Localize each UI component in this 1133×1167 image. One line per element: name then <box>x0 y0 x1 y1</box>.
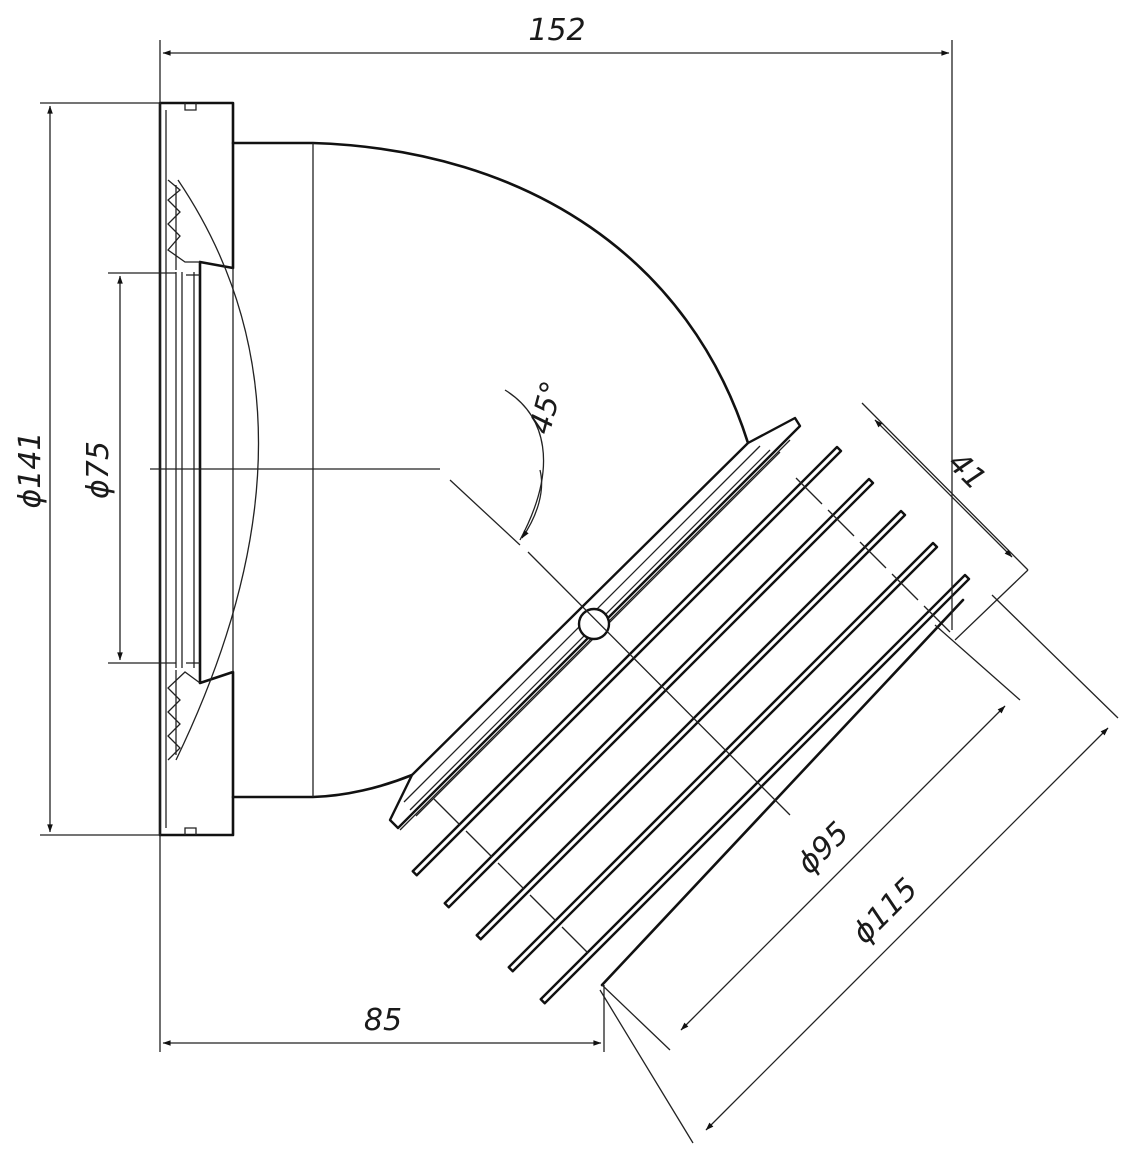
elbow-body <box>231 141 750 799</box>
fin-gap-4-bottom <box>529 894 557 922</box>
dim-75-label: ϕ75 <box>81 441 116 499</box>
flange <box>158 101 260 837</box>
fin-gap-5-bottom <box>561 926 589 954</box>
vent-hole <box>577 607 611 641</box>
fin-gap-1-bottom <box>433 798 461 826</box>
dim-152-label: 152 <box>528 13 585 48</box>
socket-collar <box>388 416 802 831</box>
fin-gap-3-bottom <box>497 862 525 890</box>
fin-gap-3-top <box>859 541 887 569</box>
fin-3 <box>475 509 907 941</box>
fin-gap-2-bottom <box>465 830 493 858</box>
dim-angle-label: 45° <box>523 377 571 437</box>
fin-gap-5-top <box>923 605 951 633</box>
dim-95-label: ϕ95 <box>790 815 856 881</box>
dim-85-label: 85 <box>364 1003 402 1038</box>
fin-1 <box>411 445 843 877</box>
fin-gap-2-top <box>827 509 855 537</box>
dimension-lines <box>40 40 1119 1144</box>
dim-115-label: ϕ115 <box>846 872 925 951</box>
fin-2 <box>443 477 875 909</box>
angle-arc <box>504 389 545 541</box>
fin-gap-1-top <box>795 477 823 505</box>
dim-141-label: ϕ141 <box>13 431 48 508</box>
fin-gap-4-top <box>891 573 919 601</box>
fin-5 <box>539 573 971 1005</box>
